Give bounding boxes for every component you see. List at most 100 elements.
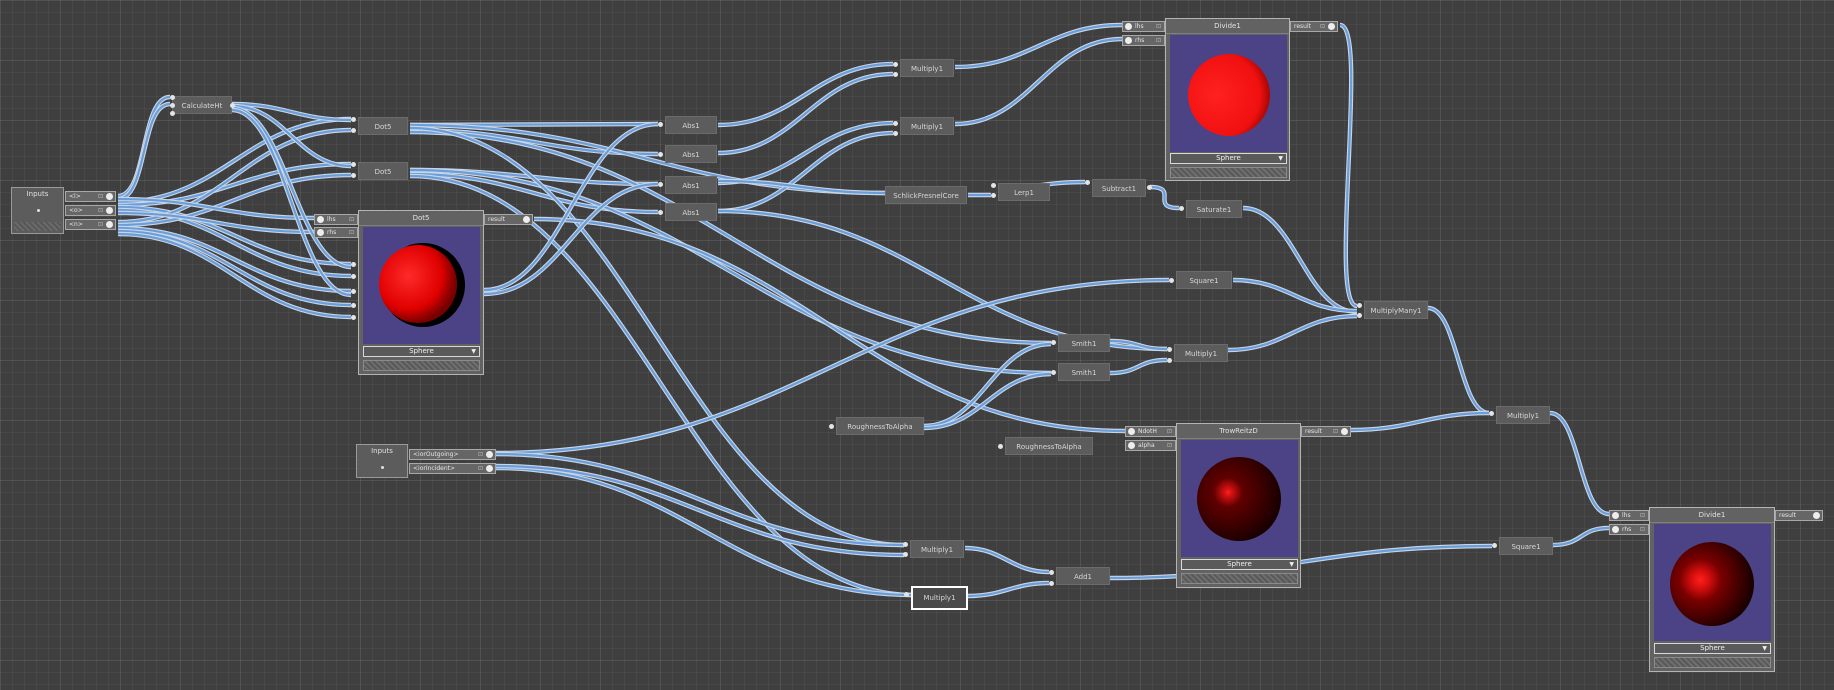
input-pin[interactable] <box>317 216 324 223</box>
wire[interactable] <box>117 229 352 307</box>
wire[interactable] <box>117 102 171 201</box>
wire[interactable] <box>717 209 1168 351</box>
port-edit-icon[interactable]: ⊡ <box>1166 428 1172 435</box>
node-dot5-upper[interactable]: Dot5 <box>358 117 408 135</box>
wire[interactable] <box>231 102 352 122</box>
node-add1[interactable]: Add1 <box>1056 567 1110 585</box>
node-multiply1-final[interactable]: Multiply1 <box>1496 406 1550 424</box>
wire[interactable] <box>495 452 905 547</box>
port-edit-icon[interactable]: ⊡ <box>1639 526 1645 533</box>
pin[interactable] <box>230 103 235 108</box>
node-abs1-c[interactable]: Abs1 <box>665 176 717 194</box>
wire[interactable] <box>117 226 352 293</box>
pin[interactable] <box>351 128 356 133</box>
port-edit-icon[interactable]: ⊡ <box>97 207 103 214</box>
wire[interactable] <box>923 342 1052 428</box>
node-multiply1-selected[interactable]: Multiply1 <box>911 586 968 610</box>
port-edit-icon[interactable]: ⊡ <box>348 229 354 236</box>
pin[interactable] <box>351 303 356 308</box>
input-pin[interactable] <box>1612 512 1619 519</box>
divide1-bottom-input-lhs[interactable]: lhs⊡ <box>1609 510 1649 521</box>
trowreitzd-input-alpha[interactable]: alpha⊡ <box>1125 440 1176 451</box>
port-edit-icon[interactable]: ⊡ <box>1319 23 1325 30</box>
port-edit-icon[interactable]: ⊡ <box>1166 442 1172 449</box>
input-pin[interactable] <box>1612 526 1619 533</box>
wire[interactable] <box>923 372 1052 430</box>
wire[interactable] <box>117 128 352 224</box>
node-roughness-to-alpha-a[interactable]: RoughnessToAlpha <box>836 417 924 435</box>
output-pin[interactable] <box>106 193 113 200</box>
wire[interactable] <box>1232 278 1358 313</box>
pin[interactable] <box>893 121 898 126</box>
node-smith1-a[interactable]: Smith1 <box>1058 334 1110 352</box>
pin[interactable] <box>351 262 356 267</box>
port-edit-icon[interactable]: ⊡ <box>1155 37 1161 44</box>
output-pin[interactable] <box>486 465 493 472</box>
wire[interactable] <box>1339 23 1358 308</box>
wire[interactable] <box>1549 411 1610 516</box>
input-port-ior-incident[interactable]: <iorIncident>⊡ <box>409 463 496 474</box>
input-port-ior-outgoing[interactable]: <iorOutgoing>⊡ <box>409 449 496 460</box>
wire[interactable] <box>495 278 1170 455</box>
output-pin[interactable] <box>1341 428 1348 435</box>
port-edit-icon[interactable]: ⊡ <box>97 193 103 200</box>
pin[interactable] <box>903 552 908 557</box>
input-port-l[interactable]: <l>⊡ <box>65 191 116 202</box>
wire[interactable] <box>483 122 659 292</box>
pin[interactable] <box>170 95 175 100</box>
pin[interactable] <box>1147 185 1152 190</box>
pin[interactable] <box>658 210 663 215</box>
pin[interactable] <box>1489 411 1494 416</box>
wire[interactable] <box>717 62 894 127</box>
node-multiply1-lower[interactable]: Multiply1 <box>910 540 964 558</box>
trowreitzd-output-result[interactable]: result⊡ <box>1301 426 1351 437</box>
dot5-output-result[interactable]: result <box>484 214 533 225</box>
node-multiply1-top[interactable]: Multiply1 <box>900 59 954 77</box>
output-pin[interactable] <box>1328 23 1335 30</box>
node-schlick-fresnel-core[interactable]: SchlickFresnelCore <box>885 186 967 204</box>
pin[interactable] <box>1169 278 1174 283</box>
output-pin[interactable] <box>1813 512 1820 519</box>
input-pin[interactable] <box>1125 23 1132 30</box>
preview-node-divide1-top[interactable]: Divide1 Sphere▼ <box>1165 18 1290 181</box>
pin[interactable] <box>658 152 663 157</box>
wire[interactable] <box>1427 306 1490 415</box>
wire[interactable] <box>117 232 352 319</box>
pin[interactable] <box>903 542 908 547</box>
divide1-top-output-result[interactable]: result⊡ <box>1290 21 1338 32</box>
output-pin[interactable] <box>106 207 113 214</box>
preview-shape-dropdown[interactable]: Sphere▼ <box>363 346 480 357</box>
preview-shape-dropdown[interactable]: Sphere▼ <box>1654 643 1771 654</box>
pin[interactable] <box>991 183 996 188</box>
wire[interactable] <box>495 464 905 557</box>
wire[interactable] <box>1350 411 1490 432</box>
pin[interactable] <box>904 592 909 597</box>
pin[interactable] <box>893 62 898 67</box>
pin[interactable] <box>893 131 898 136</box>
wire[interactable] <box>717 131 894 213</box>
wire[interactable] <box>409 172 659 214</box>
pin[interactable] <box>351 173 356 178</box>
pin[interactable] <box>1085 180 1090 185</box>
wire[interactable] <box>1109 358 1168 375</box>
pin[interactable] <box>1357 303 1362 308</box>
node-square1-upper[interactable]: Square1 <box>1176 271 1232 289</box>
inputs-node[interactable]: Inputs <box>11 187 64 234</box>
port-edit-icon[interactable]: ⊡ <box>348 216 354 223</box>
input-pin[interactable] <box>317 229 324 236</box>
pin[interactable] <box>1049 581 1054 586</box>
wire[interactable] <box>1109 544 1493 580</box>
pin[interactable] <box>351 117 356 122</box>
wire[interactable] <box>231 106 352 269</box>
node-lerp1[interactable]: Lerp1 <box>998 183 1050 201</box>
output-pin[interactable] <box>486 451 493 458</box>
pin[interactable] <box>1051 370 1056 375</box>
port-edit-icon[interactable]: ⊡ <box>477 451 483 458</box>
pin[interactable] <box>658 182 663 187</box>
wire[interactable] <box>117 211 315 234</box>
pin[interactable] <box>1167 358 1172 363</box>
preview-shape-dropdown[interactable]: Sphere▼ <box>1170 153 1287 164</box>
input-pin[interactable] <box>1128 442 1135 449</box>
wire[interactable] <box>409 130 1052 345</box>
input-port-n[interactable]: <n>⊡ <box>65 219 116 230</box>
